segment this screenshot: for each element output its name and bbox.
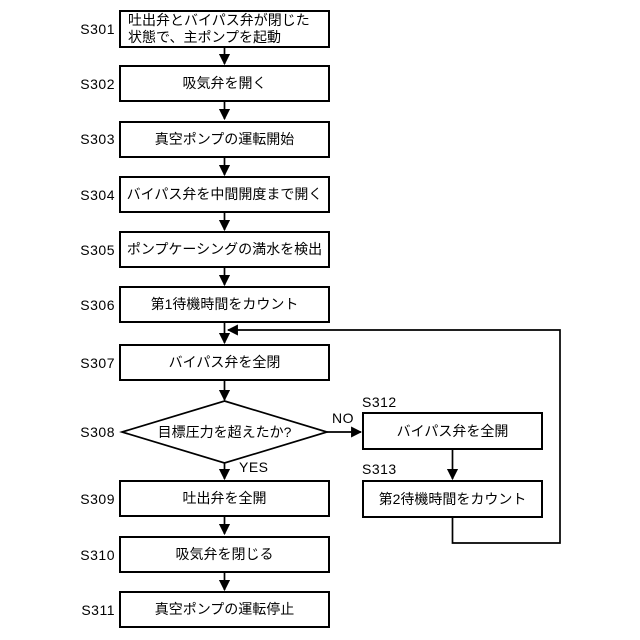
process-box-s305: ポンプケーシングの満水を検出 [119,231,330,268]
edge-label-yes: YES [239,459,269,475]
step-label-s313: S313 [362,461,397,477]
process-box-s309: 吐出弁を全開 [119,480,330,517]
step-label-s305: S305 [80,242,115,258]
process-box-s311: 真空ポンプの運転停止 [119,591,330,628]
step-label-s306: S306 [80,297,115,313]
edge-label-no: NO [332,410,354,426]
decision-text-s308: 目標圧力を超えたか? [157,424,292,440]
process-text-s301-line1: 吐出弁とバイパス弁が閉じた [128,12,310,28]
process-box-s307: バイパス弁を全閉 [119,344,330,381]
process-box-s310: 吸気弁を閉じる [119,536,330,573]
connector-s313-loopback [226,324,561,544]
step-label-s308: S308 [80,424,115,440]
process-box-s306: 第1待機時間をカウント [119,286,330,323]
step-label-s307: S307 [80,355,115,371]
step-label-s309: S309 [80,491,115,507]
decision-diamond-s308 [119,400,330,464]
process-box-s301: 吐出弁とバイパス弁が閉じた 状態で、主ポンプを起動 [119,10,330,48]
process-box-s313: 第2待機時間をカウント [362,480,543,518]
step-label-s303: S303 [80,131,115,147]
step-label-s304: S304 [80,187,115,203]
step-label-s311: S311 [81,602,115,618]
process-text-s301-line2: 状態で、主ポンプを起動 [128,29,282,45]
process-box-s303: 真空ポンプの運転開始 [119,121,330,158]
step-label-s302: S302 [80,76,115,92]
step-label-s301: S301 [80,21,115,37]
process-box-s304: バイパス弁を中間開度まで開く [119,176,330,213]
process-box-s312: バイパス弁を全開 [362,412,543,450]
step-label-s310: S310 [80,547,115,563]
process-box-s302: 吸気弁を開く [119,65,330,102]
step-label-s312: S312 [362,394,397,410]
